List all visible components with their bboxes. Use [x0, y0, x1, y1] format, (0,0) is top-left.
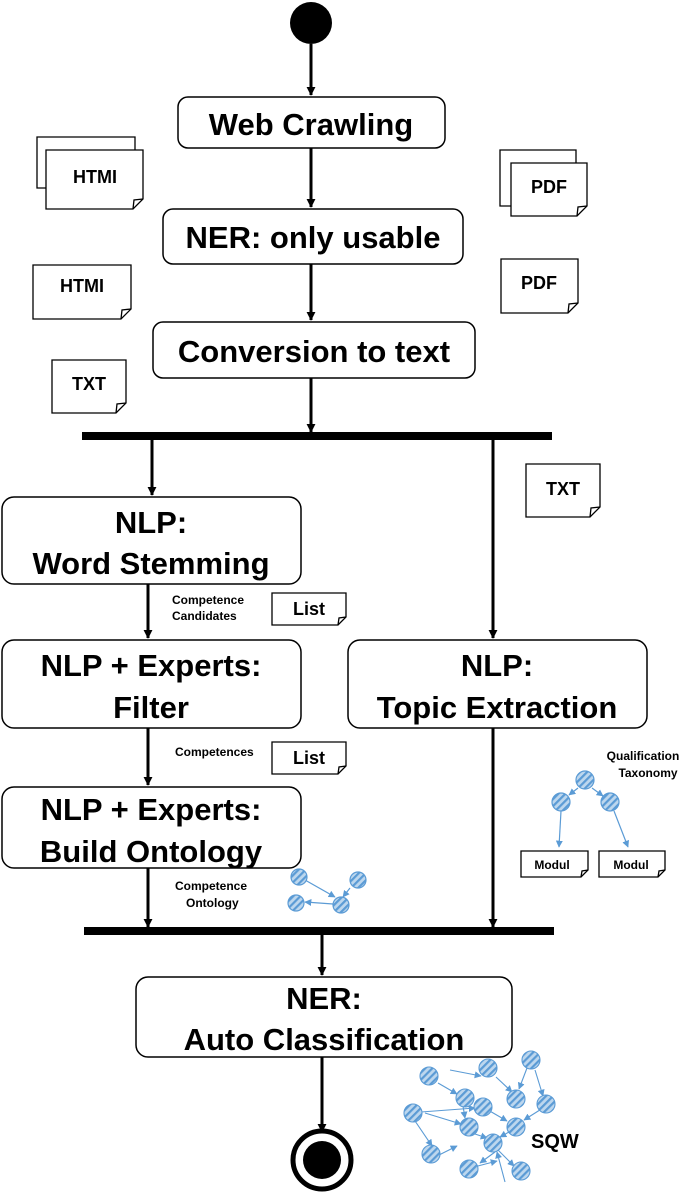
- document-label: PDF: [521, 273, 557, 293]
- end-node-core: [303, 1141, 341, 1179]
- document-label: List: [293, 599, 325, 619]
- fork-bar: [82, 432, 552, 440]
- document-txt-left: TXT: [51, 359, 127, 414]
- document-htmi: HTMI: [32, 264, 132, 320]
- label-competence-ontology-2: Ontology: [186, 896, 239, 910]
- activity-filter: NLP + Experts: Filter: [1, 639, 302, 729]
- activity-label-line-2: Word Stemming: [32, 546, 269, 581]
- document-txt-right: TXT: [525, 463, 601, 518]
- activity-label-line-2: Filter: [113, 690, 189, 725]
- document-label: TXT: [72, 374, 106, 394]
- activity-label-line-1: NLP + Experts:: [41, 648, 262, 683]
- document-label: PDF: [531, 177, 567, 197]
- label-qualification-taxonomy-1: Qualification: [607, 749, 680, 763]
- document-list-candidates: List: [271, 592, 347, 626]
- document-label: HTMI: [60, 276, 104, 296]
- label-qualification-taxonomy-2: Taxonomy: [618, 766, 677, 780]
- activity-label: Conversion to text: [178, 334, 450, 369]
- label-sqw: SQW: [531, 1131, 579, 1153]
- activity-label-line-1: NLP + Experts:: [41, 792, 262, 827]
- document-pdf: PDF: [500, 258, 579, 314]
- activity-label-line-2: Auto Classification: [184, 1022, 465, 1057]
- activity-auto-classification: NER: Auto Classification: [135, 976, 513, 1058]
- taxonomy-tree-icon: [551, 770, 629, 848]
- activity-label: Web Crawling: [209, 107, 413, 142]
- join-bar: [84, 927, 554, 935]
- document-modul-right: Modul: [598, 850, 666, 878]
- activity-conversion-to-text: Conversion to text: [152, 321, 476, 379]
- document-label: List: [293, 748, 325, 768]
- label-competence-candidates-2: Candidates: [172, 609, 237, 623]
- activity-web-crawling: Web Crawling: [177, 96, 446, 149]
- activity-label-line-2: Topic Extraction: [377, 690, 618, 725]
- activity-label-line-2: Build Ontology: [40, 834, 263, 869]
- document-htmi-stack: HTMI: [36, 136, 144, 210]
- label-competence-ontology-1: Competence: [175, 879, 247, 893]
- label-competences: Competences: [175, 745, 254, 759]
- document-label: HTMI: [73, 167, 117, 187]
- activity-label-line-1: NLP:: [461, 648, 533, 683]
- document-list-competences: List: [271, 741, 347, 775]
- document-pdf-stack: PDF: [499, 149, 588, 217]
- document-label: Modul: [613, 858, 648, 872]
- sqw-network-icon: [403, 1050, 556, 1183]
- start-node: [290, 2, 332, 44]
- document-label: TXT: [546, 479, 580, 499]
- activity-label-line-1: NLP:: [115, 505, 187, 540]
- ontology-graph-icon: [287, 868, 367, 914]
- activity-topic-extraction: NLP: Topic Extraction: [347, 639, 648, 729]
- activity-build-ontology: NLP + Experts: Build Ontology: [1, 786, 302, 869]
- activity-label: NER: only usable: [186, 220, 441, 255]
- document-label: Modul: [534, 858, 569, 872]
- activity-word-stemming: NLP: Word Stemming: [1, 496, 302, 585]
- activity-ner-only-usable: NER: only usable: [162, 208, 464, 265]
- activity-label-line-1: NER:: [286, 981, 362, 1016]
- document-modul-left: Modul: [520, 850, 589, 878]
- label-competence-candidates-1: Competence: [172, 593, 244, 607]
